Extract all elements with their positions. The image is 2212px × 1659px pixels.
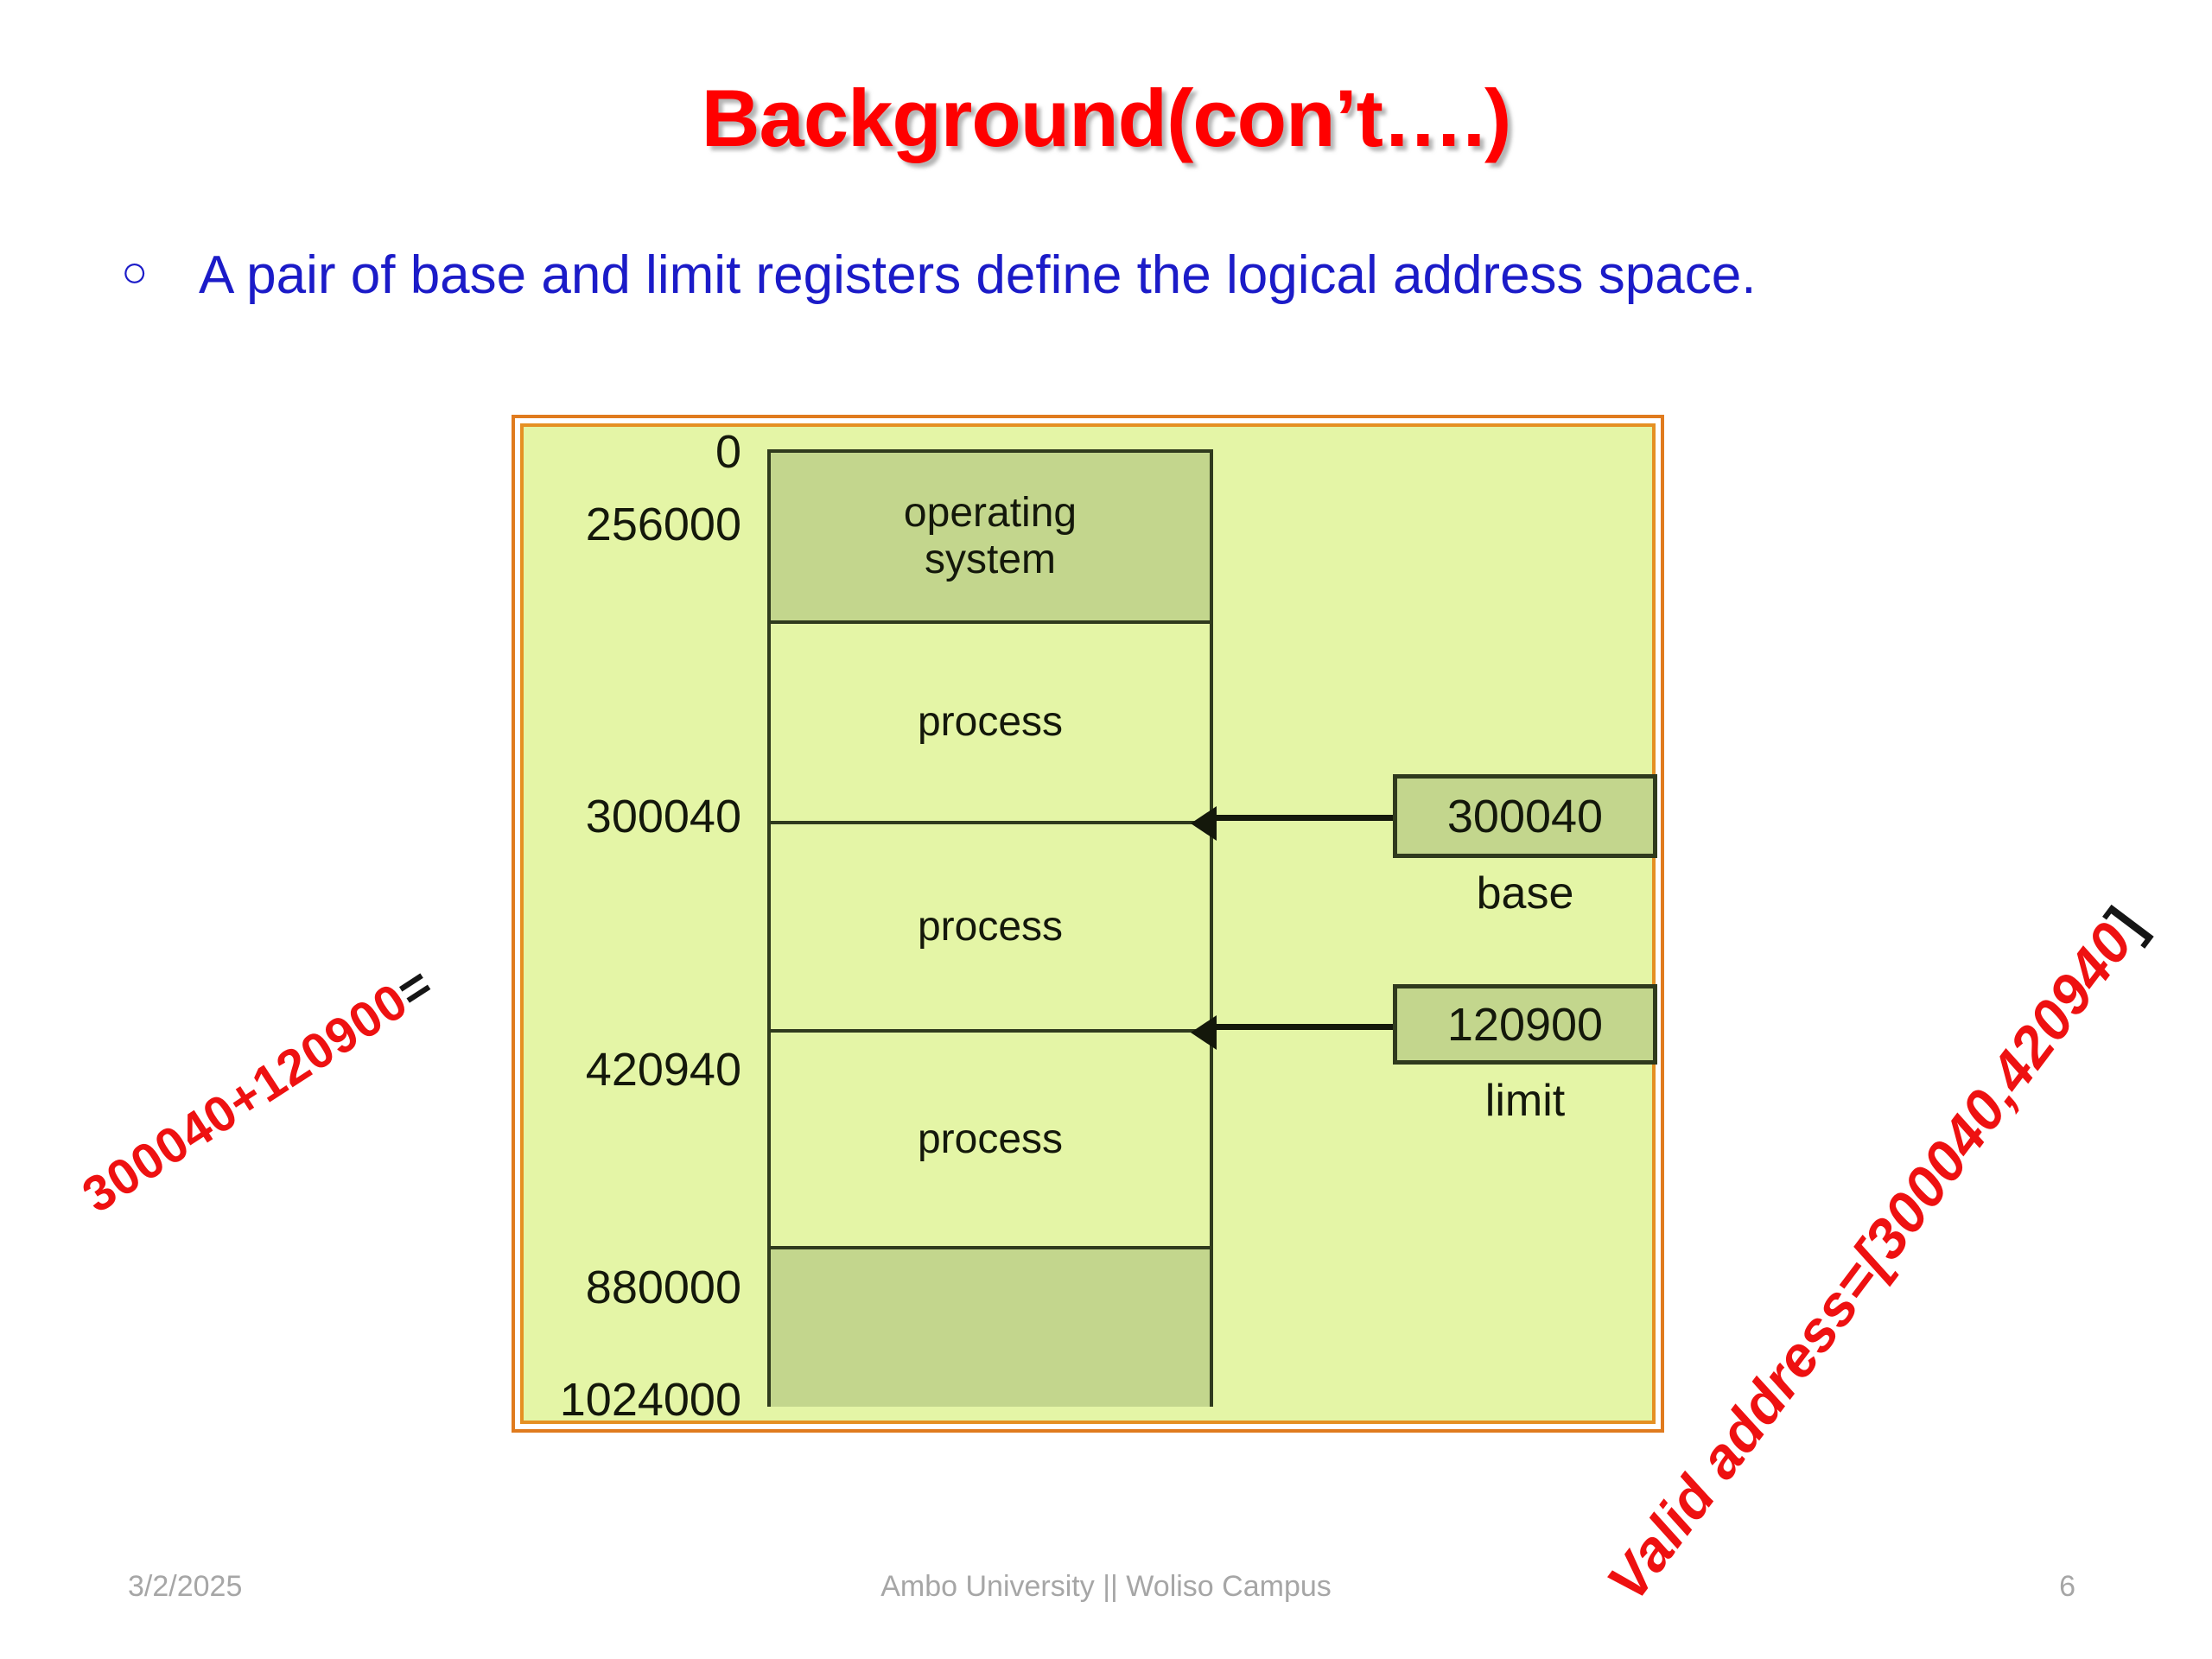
address-label-300040: 300040 [585,791,741,842]
memory-divider-420940 [771,1029,1210,1033]
bullet-item-label: A pair of base and limit registers defin… [199,245,1757,305]
base-register-box: 300040 [1393,774,1657,858]
memory-block-label: process [917,903,1064,950]
annotation-valid-text: Valid address=[300040,420940 [1594,911,2145,1612]
memory-block-operating-system: operating system [771,453,1210,620]
annotation-sum-text: 300040+120900 [73,972,418,1224]
limit-register-box: 120900 [1393,984,1657,1065]
address-label-880000: 880000 [585,1262,741,1313]
limit-register-caption: limit [1484,1076,1566,1126]
memory-allocation-diagram: 0 256000 300040 420940 880000 1024000 op… [512,415,1664,1433]
memory-block-process-2: process [771,824,1210,1029]
memory-block-process-1: process [771,624,1210,821]
memory-column: operating system process process process [767,449,1213,1407]
memory-block-label: process [917,1116,1064,1162]
slide-footer: 3/2/2025 Ambo University || Woliso Campu… [0,1564,2212,1609]
address-label-0: 0 [715,426,741,478]
limit-register-arrow [1191,1015,1393,1050]
memory-divider-880000 [771,1246,1210,1249]
footer-date: 3/2/2025 [128,1569,243,1603]
address-label-256000: 256000 [585,499,741,550]
address-label-420940: 420940 [585,1044,741,1096]
memory-divider-256000 [771,620,1210,624]
memory-block-free [771,1249,1210,1407]
footer-page-number: 6 [2059,1569,2075,1603]
annotation-valid-address: Valid address=[300040,420940] [1593,895,2157,1612]
address-label-1024000: 1024000 [559,1374,741,1426]
base-register-caption: base [1476,868,1574,918]
memory-block-label: operating system [903,490,1077,582]
page-title: Background(con’t….) [701,73,1512,163]
footer-organization: Ambo University || Woliso Campus [880,1569,1332,1603]
annotation-sum-expression: 300040+120900= [73,955,444,1224]
bullet-circle-icon: ○ [121,247,149,297]
bullet-item: ○ A pair of base and limit registers def… [121,244,2074,307]
memory-divider-300040 [771,821,1210,824]
base-register-arrow [1191,806,1393,841]
memory-block-label: process [917,699,1064,746]
memory-block-process-3: process [771,1033,1210,1246]
